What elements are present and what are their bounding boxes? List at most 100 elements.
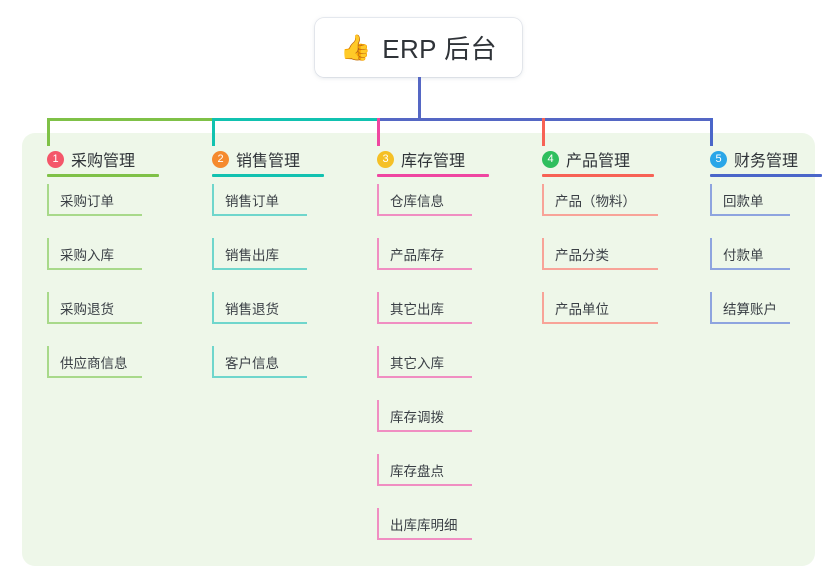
leaf-item[interactable]: 供应商信息: [34, 346, 142, 400]
leaf-label: 付款单: [723, 248, 764, 263]
leaf-underline: [212, 268, 307, 270]
leaf-label: 其它出库: [390, 302, 444, 317]
leaf-underline: [542, 268, 658, 270]
root-drop-line: [418, 77, 421, 121]
leaf-underline: [47, 322, 142, 324]
diagram-panel: [22, 133, 815, 566]
leaf-connector: [47, 184, 49, 215]
leaf-connector: [377, 454, 379, 485]
leaf-underline: [377, 484, 472, 486]
branch-badge-2: 2: [212, 150, 229, 168]
leaf-connector: [542, 238, 544, 269]
leaf-list: 采购订单采购入库采购退货供应商信息: [34, 184, 142, 400]
leaf-label: 采购入库: [60, 248, 114, 263]
leaf-label: 产品库存: [390, 248, 444, 263]
leaf-item[interactable]: 仓库信息: [364, 184, 472, 238]
leaf-item[interactable]: 产品库存: [364, 238, 472, 292]
branch-badge-5: 5: [710, 150, 727, 168]
leaf-item[interactable]: 其它出库: [364, 292, 472, 346]
branch-underline-3: [377, 174, 489, 177]
leaf-item[interactable]: 出库库明细: [364, 508, 472, 562]
leaf-label: 库存盘点: [390, 464, 444, 479]
leaf-underline: [710, 214, 790, 216]
leaf-label: 结算账户: [723, 302, 777, 317]
leaf-label: 产品分类: [555, 248, 609, 263]
leaf-item[interactable]: 库存盘点: [364, 454, 472, 508]
leaf-item[interactable]: 产品分类: [529, 238, 658, 292]
leaf-item[interactable]: 库存调拨: [364, 400, 472, 454]
leaf-label: 产品单位: [555, 302, 609, 317]
leaf-item[interactable]: 销售退货: [199, 292, 307, 346]
branch-underline-5: [710, 174, 822, 177]
branch-header-5[interactable]: 5 财务管理: [697, 146, 798, 172]
branch-underline-2: [212, 174, 324, 177]
leaf-underline: [47, 376, 142, 378]
leaf-connector: [377, 184, 379, 215]
leaf-item[interactable]: 产品（物料）: [529, 184, 658, 238]
leaf-item[interactable]: 付款单: [697, 238, 798, 292]
leaf-label: 仓库信息: [390, 194, 444, 209]
branch-stub-2: [212, 118, 215, 146]
leaf-underline: [710, 268, 790, 270]
thumbs-up-icon: 👍: [340, 33, 372, 62]
leaf-item[interactable]: 其它入库: [364, 346, 472, 400]
leaf-item[interactable]: 采购入库: [34, 238, 142, 292]
leaf-underline: [377, 214, 472, 216]
leaf-label: 采购订单: [60, 194, 114, 209]
leaf-connector: [542, 184, 544, 215]
branch-badge-3: 3: [377, 150, 394, 168]
leaf-underline: [542, 214, 658, 216]
leaf-item[interactable]: 结算账户: [697, 292, 798, 346]
leaf-label: 供应商信息: [60, 356, 128, 371]
leaf-item[interactable]: 采购订单: [34, 184, 142, 238]
leaf-underline: [377, 538, 472, 540]
leaf-connector: [710, 238, 712, 269]
root-node[interactable]: 👍 ERP 后台: [315, 18, 522, 77]
leaf-item[interactable]: 产品单位: [529, 292, 658, 346]
leaf-connector: [542, 292, 544, 323]
leaf-label: 产品（物料）: [555, 194, 636, 209]
leaf-connector: [377, 346, 379, 377]
leaf-label: 其它入库: [390, 356, 444, 371]
leaf-label: 库存调拨: [390, 410, 444, 425]
leaf-connector: [212, 292, 214, 323]
leaf-label: 采购退货: [60, 302, 114, 317]
branch-underline-4: [542, 174, 654, 177]
branch-stub-3: [377, 118, 380, 146]
leaf-label: 销售退货: [225, 302, 279, 317]
leaf-underline: [212, 214, 307, 216]
leaf-underline: [47, 268, 142, 270]
leaf-underline: [377, 376, 472, 378]
leaf-underline: [542, 322, 658, 324]
leaf-item[interactable]: 采购退货: [34, 292, 142, 346]
branch-title-4: 产品管理: [566, 153, 631, 170]
leaf-connector: [47, 238, 49, 269]
leaf-connector: [47, 346, 49, 377]
leaf-connector: [710, 184, 712, 215]
leaf-connector: [212, 346, 214, 377]
leaf-underline: [710, 322, 790, 324]
leaf-underline: [377, 430, 472, 432]
leaf-item[interactable]: 销售订单: [199, 184, 307, 238]
leaf-underline: [377, 268, 472, 270]
leaf-underline: [212, 322, 307, 324]
leaf-label: 客户信息: [225, 356, 279, 371]
leaf-list: 销售订单销售出库销售退货客户信息: [199, 184, 307, 400]
branch-stub-4: [542, 118, 545, 146]
leaf-label: 销售出库: [225, 248, 279, 263]
leaf-item[interactable]: 销售出库: [199, 238, 307, 292]
leaf-item[interactable]: 客户信息: [199, 346, 307, 400]
branch-title-5: 财务管理: [734, 153, 799, 170]
leaf-connector: [47, 292, 49, 323]
bus-segment-blue: [377, 118, 713, 121]
leaf-item[interactable]: 回款单: [697, 184, 798, 238]
bus-segment-teal: [212, 118, 377, 121]
branch-underline-1: [47, 174, 159, 177]
